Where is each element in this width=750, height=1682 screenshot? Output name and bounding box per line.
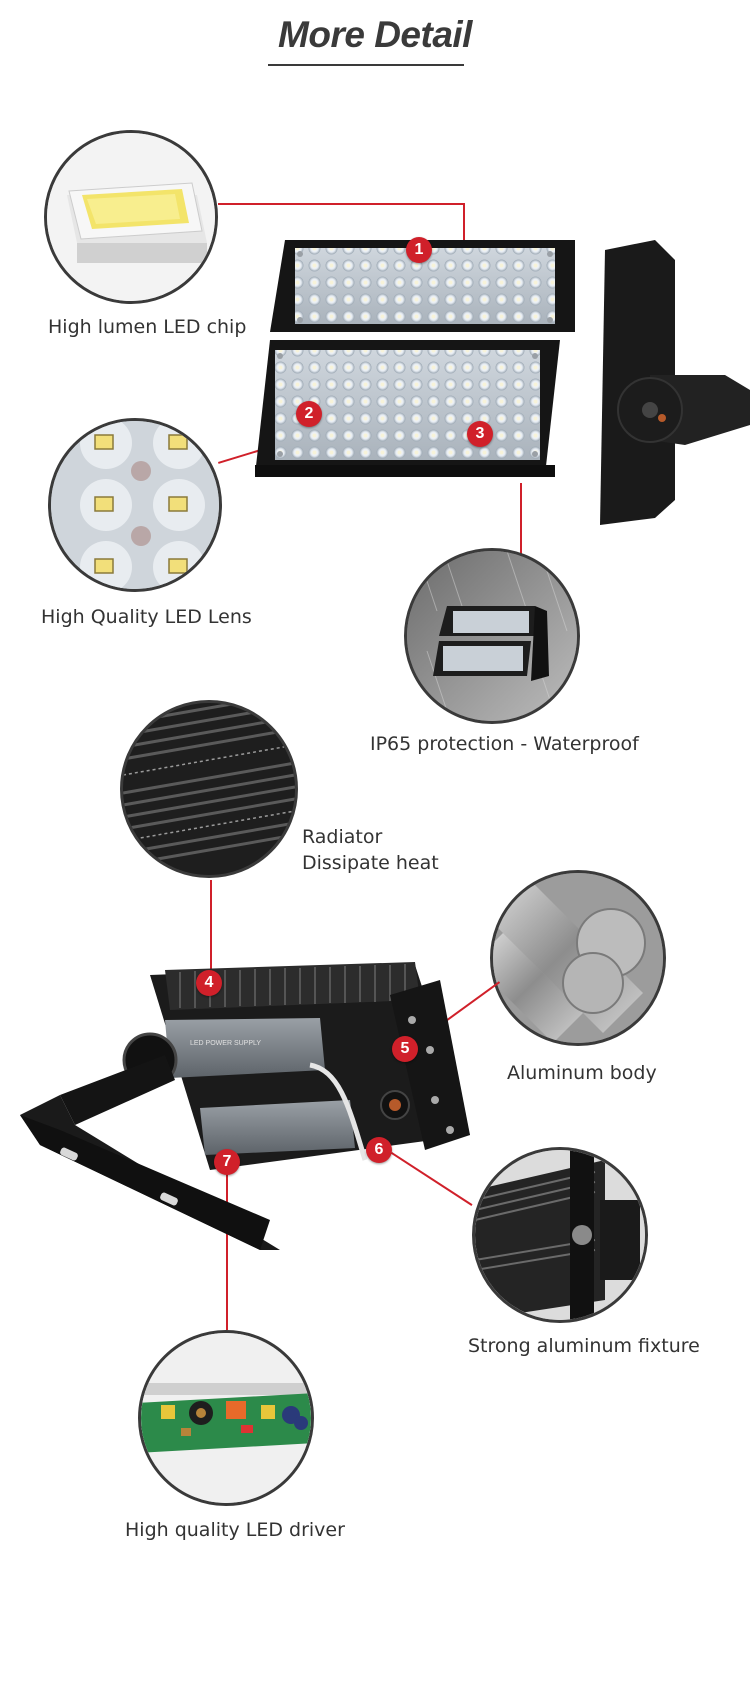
callout-line-3 [520,483,522,593]
floodlight-front-image [255,240,750,540]
radiator-caption-line1: Radiator [302,826,383,848]
page-title: More Detail [278,14,472,55]
driver-label-top: LED POWER SUPPLY [190,1040,261,1047]
ip65-circle [404,548,580,724]
fixture-caption: Strong aluminum fixture [468,1335,700,1357]
callout-line-1a [218,203,465,205]
title-underline [268,64,464,66]
marker-7: 7 [214,1149,240,1175]
fixture-circle [472,1147,648,1323]
ip65-caption: IP65 protection - Waterproof [370,733,639,755]
marker-6: 6 [366,1137,392,1163]
callout-line-4 [210,880,212,972]
aluminum-body-circle [490,870,666,1046]
led-chip-circle [44,130,218,304]
marker-5: 5 [392,1036,418,1062]
marker-1: 1 [406,237,432,263]
led-lens-circle [48,418,222,592]
marker-4: 4 [196,970,222,996]
callout-line-7 [226,1172,228,1330]
radiator-circle [120,700,298,878]
led-driver-caption: High quality LED driver [125,1519,345,1541]
led-driver-circle [138,1330,314,1506]
aluminum-body-caption: Aluminum body [507,1062,657,1084]
led-chip-caption: High lumen LED chip [48,316,247,338]
callout-line-1b [463,203,465,265]
led-lens-caption: High Quality LED Lens [41,606,252,628]
marker-3: 3 [467,421,493,447]
floodlight-rear-image: LED POWER SUPPLY [20,960,480,1250]
radiator-caption-line2: Dissipate heat [302,852,439,874]
marker-2: 2 [296,401,322,427]
